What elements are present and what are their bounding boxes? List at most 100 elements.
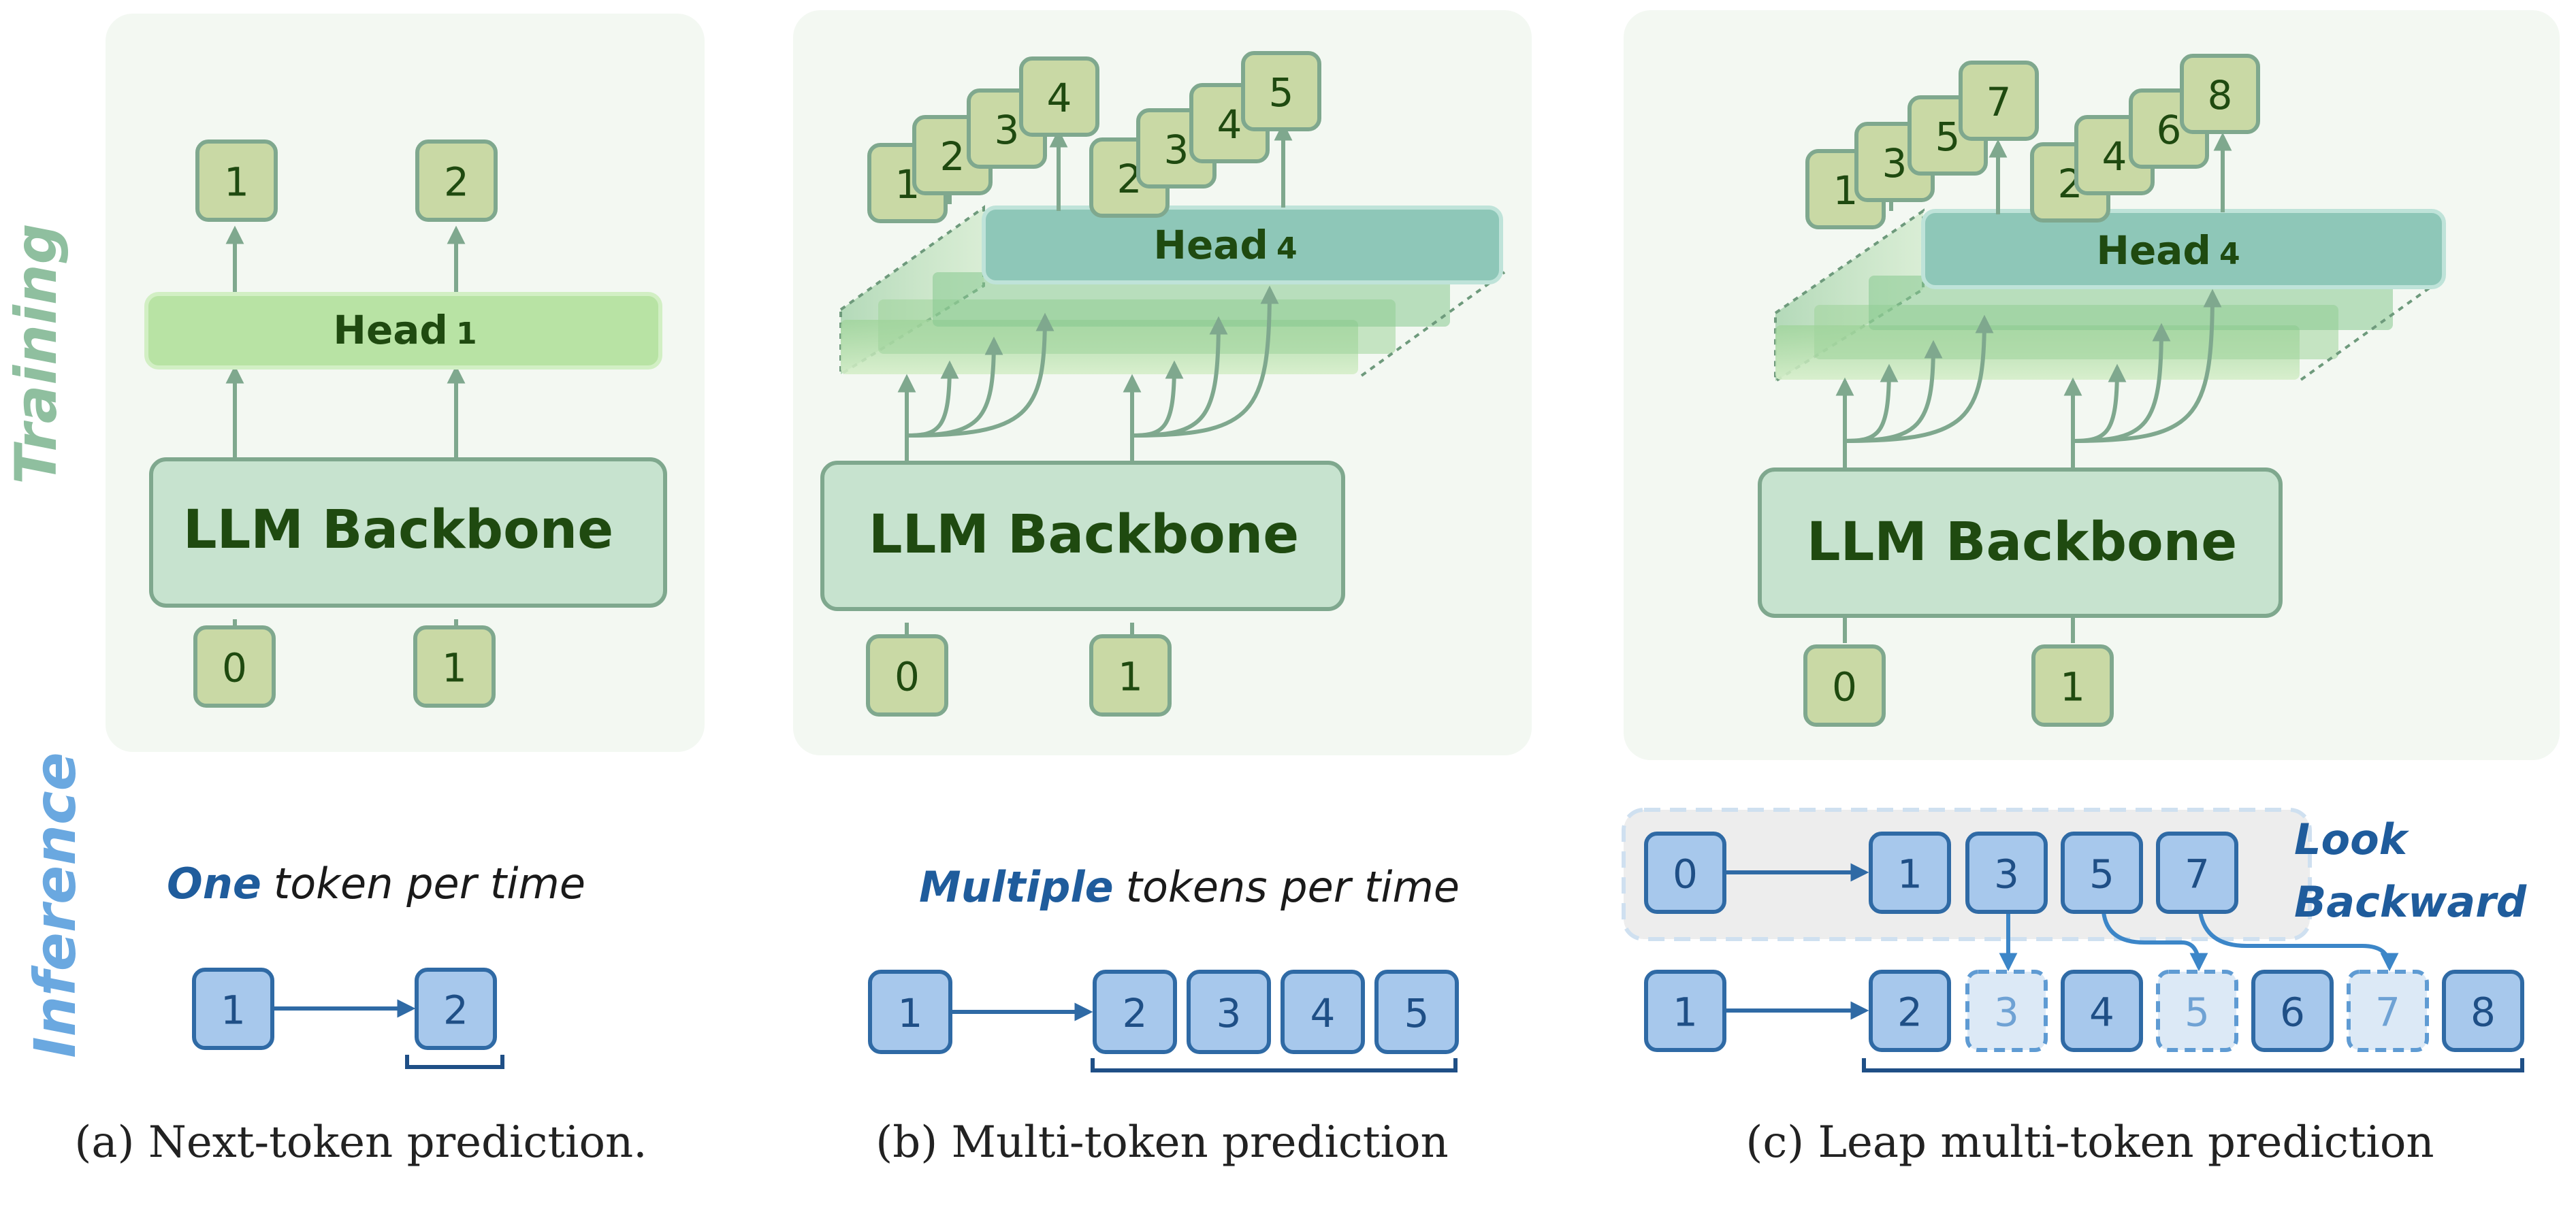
output-token: 4 [1019, 56, 1099, 137]
output-token: 8 [2180, 54, 2260, 134]
lookback-arrow [2102, 911, 2208, 972]
token-shape [193, 625, 276, 708]
token-label: 3 [1217, 990, 1242, 1036]
token-label: 1 [442, 645, 467, 691]
token-label: 7 [2375, 989, 2400, 1036]
token-shape [1187, 970, 1271, 1054]
token-label: 4 [1310, 990, 1336, 1036]
token-label: 1 [1118, 654, 1143, 700]
arrow [906, 312, 1054, 438]
token-label: 8 [2470, 989, 2496, 1036]
token-shape [195, 140, 278, 222]
look-label-line-2: Backward [2294, 877, 2527, 927]
llm-backbone-box [1758, 467, 2283, 618]
token-label: 7 [1986, 79, 2012, 125]
token-shape [2061, 832, 2143, 914]
token-shape [2156, 970, 2238, 1052]
caption-c: (c) Leap multi-token prediction [1745, 1117, 2434, 1168]
token-shape [1869, 970, 1951, 1052]
arrow [1131, 285, 1279, 438]
input-token: 1 [1089, 634, 1172, 717]
arrow [1844, 314, 1994, 443]
look-backward-label: Look Backward [2294, 815, 2527, 927]
token-shape [1644, 832, 1726, 914]
lookback-arrow [2198, 911, 2399, 972]
head-slab-3 [933, 272, 1450, 327]
prediction-bracket [1091, 1058, 1458, 1072]
inference-token: 8 [2442, 970, 2524, 1052]
inference-token: 3 [1187, 970, 1271, 1054]
head-index: 1 [456, 316, 477, 351]
input-token: 0 [866, 634, 948, 717]
token-label: 3 [1994, 851, 2019, 898]
llm-backbone-label: LLM Backbone [183, 499, 613, 561]
token-shape [2031, 644, 2114, 727]
lookback-token: 5 [2061, 832, 2143, 914]
head-label-text: Head [2096, 227, 2211, 274]
input-token: 0 [193, 625, 276, 708]
head-4-box [1921, 209, 2446, 289]
token-shape [192, 968, 274, 1050]
token-shape [2156, 832, 2238, 914]
token-label: 1 [1897, 851, 1922, 898]
token-label: 4 [1217, 101, 1242, 148]
lookback-token: 3 [1965, 832, 2048, 914]
token-shape [2442, 970, 2524, 1052]
head-index: 4 [2219, 237, 2240, 272]
head-1-box [144, 292, 662, 370]
inference-token: 1 [868, 970, 952, 1054]
token-shape [866, 634, 948, 717]
lookback-token: 7 [2156, 832, 2238, 914]
panel-a-tokens: 0 1 1 2 [193, 140, 498, 708]
input-token: 1 [413, 625, 496, 708]
prediction-bracket [405, 1055, 504, 1069]
slab-edge [2300, 276, 2445, 381]
description-rest: token per time [274, 859, 585, 908]
token-shape [2180, 54, 2260, 134]
inference-token: 2 [1869, 970, 1951, 1052]
lookback-token: 0 [1644, 832, 1726, 914]
emphasis-word: One [167, 859, 261, 908]
token-shape [413, 625, 496, 708]
token-shape [415, 968, 497, 1050]
token-label: 1 [2060, 664, 2085, 710]
token-label: 1 [898, 990, 923, 1036]
token-label: 1 [224, 159, 249, 206]
head-4-box [982, 206, 1503, 284]
llm-backbone-box [820, 461, 1345, 611]
token-label: 2 [1123, 990, 1148, 1036]
token-label: 6 [2157, 107, 2182, 153]
token-label: 5 [2089, 851, 2114, 898]
training-row-label: Training [3, 223, 69, 485]
look-label-line-1: Look [2294, 815, 2410, 864]
description-rest: tokens per time [1126, 862, 1460, 912]
token-label: 3 [1882, 140, 1907, 186]
inference-token: 1 [192, 968, 274, 1050]
token-label: 5 [1404, 990, 1430, 1036]
token-label: 4 [2089, 989, 2114, 1036]
token-label: 5 [2185, 989, 2210, 1036]
inference-token: 6 [2251, 970, 2334, 1052]
token-label: 7 [2185, 851, 2210, 898]
token-shape [1644, 970, 1726, 1052]
inference-row-label: Inference [22, 752, 88, 1058]
inference-token: 4 [2061, 970, 2143, 1052]
token-shape [415, 140, 498, 222]
token-shape [2251, 970, 2334, 1052]
token-shape [868, 970, 952, 1054]
token-label: 0 [1832, 664, 1857, 710]
token-label: 3 [995, 107, 1020, 153]
token-label: 1 [1673, 989, 1698, 1036]
head-label-text: Head [333, 307, 448, 353]
head-index: 4 [1276, 231, 1298, 266]
slab-edge [1360, 271, 1506, 377]
token-shape [1281, 970, 1365, 1054]
output-token: 2 [415, 140, 498, 222]
token-label: 5 [1935, 114, 1961, 160]
inference-a-description: One token per time [167, 859, 585, 908]
